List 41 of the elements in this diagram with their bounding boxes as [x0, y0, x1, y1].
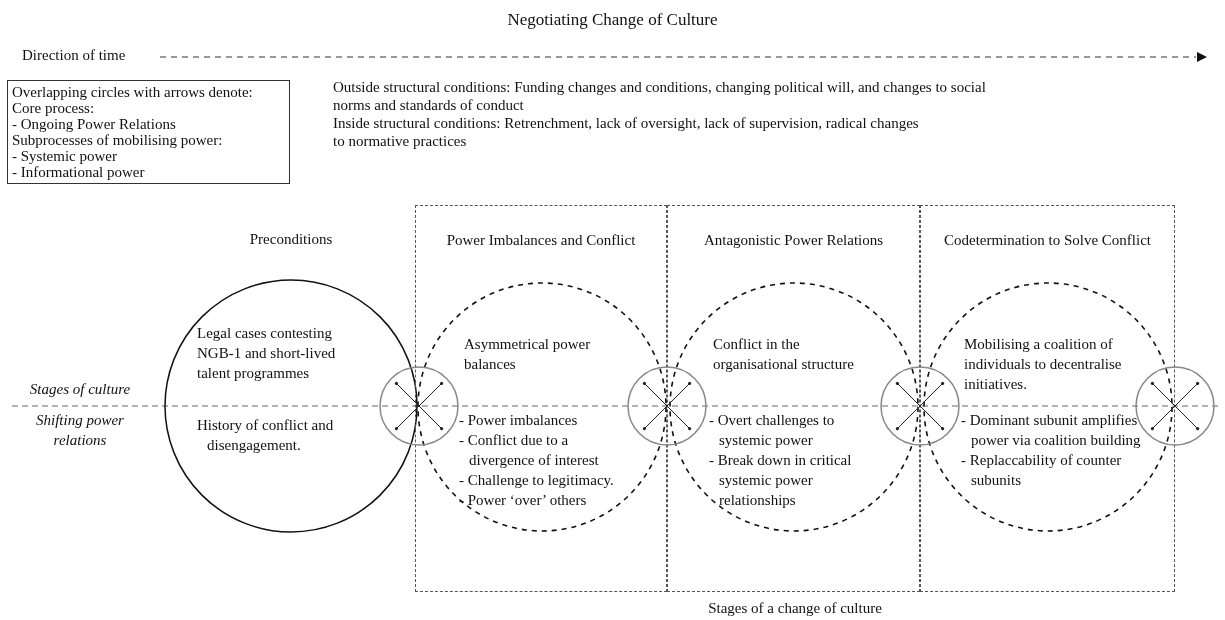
column-heading: Codetermination to Solve Conflict: [942, 232, 1153, 249]
crossed-arrows-circle: [626, 365, 708, 447]
stage-column: [415, 205, 667, 592]
stage-circle: [668, 281, 920, 533]
circle-text: Conflict in the organisational structure: [713, 335, 855, 374]
stage-heading: Preconditions: [248, 231, 334, 248]
list-item: - Break down in critical systemic power relationships: [709, 451, 853, 510]
circle-text: Mobilising a coalition of individuals to decentralise initiatives.: [964, 335, 1123, 394]
list-item: History of conflict and disengagement.: [197, 416, 335, 455]
key-text: Subprocesses of mobilising power:: [12, 132, 224, 148]
list-item: - Power imbalances: [459, 411, 579, 430]
text-label: Stages of a change of culture: [707, 600, 883, 617]
key-text: - Systemic power: [12, 148, 118, 164]
crossed-arrows-circle: [879, 365, 961, 447]
text-label: Outside structural conditions: Funding changes and conditions, changing political will, and changes to social norms and standards of conduct: [333, 78, 987, 114]
column-heading: Antagonistic Power Relations: [702, 232, 885, 249]
key-box: [7, 80, 290, 184]
circle-text: Legal cases contesting NGB-1 and short-lived talent programmes: [197, 324, 337, 383]
list-item: - Replaccability of counter subunits: [961, 451, 1123, 490]
stage-circle: [163, 278, 419, 534]
list-item: - Challenge to legitimacy.: [459, 471, 615, 490]
list-item: - Dominant subunit amplifies power via coalition building: [961, 411, 1141, 450]
key-text: - Ongoing Power Relations: [12, 116, 177, 132]
column-heading: Power Imbalances and Conflict: [445, 232, 637, 249]
text-label: Stages of culture: [28, 381, 132, 398]
list-item: - Conflict due to a divergence of interest: [459, 431, 600, 470]
text-label: Inside structural conditions: Retrenchment, lack of oversight, lack of supervision, radical changes to normative practices: [333, 114, 920, 150]
stage-column: [667, 205, 920, 592]
text-label: Shifting power relations: [35, 411, 125, 450]
key-text: - Informational power: [12, 164, 146, 180]
text-label: Direction of time: [22, 47, 126, 64]
key-text: Overlapping circles with arrows denote:: [12, 84, 254, 100]
crossed-arrows-circle: [378, 365, 460, 447]
key-text: Core process:: [12, 100, 96, 116]
list-item: - Power ‘over’ others: [459, 491, 588, 510]
stage-column: [920, 205, 1175, 592]
list-item: - Overt challenges to systemic power: [709, 411, 836, 450]
stage-circle: [922, 281, 1174, 533]
circle-text: Asymmetrical power balances: [464, 335, 592, 374]
diagram-title: Negotiating Change of Culture: [506, 10, 719, 30]
stage-circle: [416, 281, 668, 533]
